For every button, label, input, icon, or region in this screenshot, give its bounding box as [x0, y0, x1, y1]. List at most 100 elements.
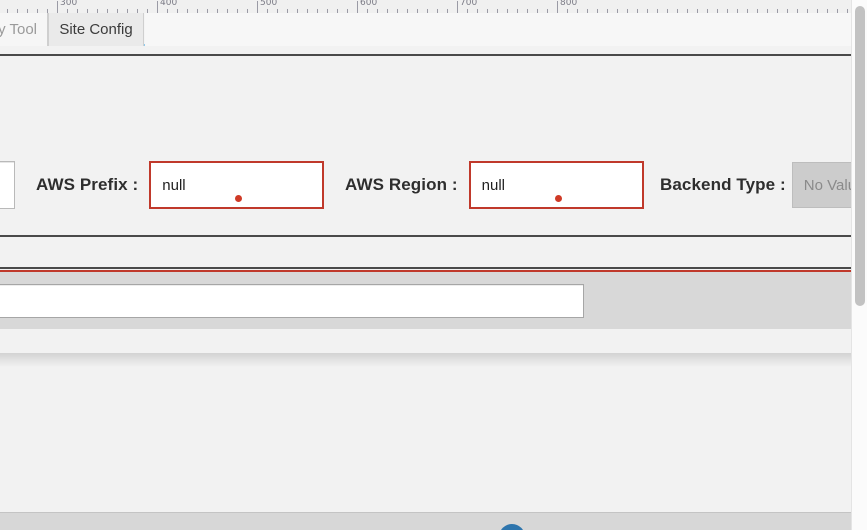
- aws-prefix-error-dot-icon: [235, 195, 243, 202]
- tab-site-config[interactable]: Site Config: [48, 13, 144, 46]
- ruler-minor-tick: [677, 9, 678, 13]
- ruler-minor-tick: [27, 9, 28, 13]
- ruler-minor-tick: [287, 9, 288, 13]
- ruler-major-tick: [57, 1, 58, 13]
- ruler-minor-tick: [317, 9, 318, 13]
- ruler-major-tick: [157, 1, 158, 13]
- divider-section: [0, 267, 867, 269]
- aws-region-error-dot-icon: [554, 195, 562, 202]
- ruler-minor-tick: [397, 9, 398, 13]
- ruler-minor-tick: [837, 9, 838, 13]
- info-up-arrow-icon[interactable]: [499, 524, 525, 530]
- divider-top: [0, 54, 867, 56]
- field-group-aws-prefix: AWS Prefix : null: [36, 156, 325, 214]
- backend-type-label: Backend Type :: [660, 175, 786, 194]
- field-group-clipped-left: [0, 156, 15, 214]
- ruler-minor-tick: [637, 9, 638, 13]
- ruler-minor-tick: [717, 9, 718, 13]
- ruler-minor-tick: [437, 9, 438, 13]
- ruler-minor-tick: [297, 9, 298, 13]
- ruler-minor-tick: [757, 9, 758, 13]
- ruler-minor-tick: [207, 9, 208, 13]
- ruler-minor-tick: [737, 9, 738, 13]
- tab-query-tool-label: y Tool: [0, 21, 37, 38]
- ruler-minor-tick: [497, 9, 498, 13]
- lower-panel-band: [0, 272, 867, 328]
- ruler-minor-tick: [597, 9, 598, 13]
- vertical-scrollbar[interactable]: [851, 0, 867, 530]
- ruler-minor-tick: [227, 9, 228, 13]
- aws-prefix-input[interactable]: null: [149, 161, 325, 209]
- ruler-minor-tick: [567, 9, 568, 13]
- ruler-minor-tick: [467, 9, 468, 13]
- ruler-minor-tick: [577, 9, 578, 13]
- ruler-minor-tick: [277, 9, 278, 13]
- ruler-minor-tick: [667, 9, 668, 13]
- ruler-label: 600: [360, 0, 378, 8]
- ruler-minor-tick: [197, 9, 198, 13]
- ruler-minor-tick: [797, 9, 798, 13]
- ruler-minor-tick: [87, 9, 88, 13]
- ruler-minor-tick: [697, 9, 698, 13]
- ruler-major-tick: [257, 1, 258, 13]
- config-form-row: AWS Prefix : null AWS Region : null Back…: [0, 156, 867, 214]
- vertical-scrollbar-thumb[interactable]: [855, 6, 865, 306]
- aws-prefix-input-value: null: [162, 176, 186, 194]
- ruler-minor-tick: [327, 9, 328, 13]
- ruler-minor-tick: [167, 9, 168, 13]
- status-bar: [0, 512, 867, 530]
- panel-split-shadow: [0, 353, 867, 367]
- field-group-backend-type: Backend Type : No Value: [660, 156, 867, 214]
- ruler-minor-tick: [647, 9, 648, 13]
- ruler-minor-tick: [447, 9, 448, 13]
- ruler-minor-tick: [367, 9, 368, 13]
- ruler-minor-tick: [487, 9, 488, 13]
- ruler-minor-tick: [127, 9, 128, 13]
- ruler-minor-tick: [547, 9, 548, 13]
- ruler-major-tick: [557, 1, 558, 13]
- ruler-minor-tick: [477, 9, 478, 13]
- ruler-minor-tick: [77, 9, 78, 13]
- ruler-minor-tick: [7, 9, 8, 13]
- clipped-left-input[interactable]: [0, 161, 15, 209]
- tab-bar-empty-area: [145, 13, 867, 46]
- ruler-minor-tick: [387, 9, 388, 13]
- ruler-label: 400: [160, 0, 178, 8]
- ruler-minor-tick: [147, 9, 148, 13]
- ruler-label: 800: [560, 0, 578, 8]
- ruler-major-tick: [357, 1, 358, 13]
- divider-soft: [0, 328, 867, 329]
- ruler-minor-tick: [237, 9, 238, 13]
- backend-type-placeholder: No Value: [803, 176, 865, 194]
- tab-query-tool[interactable]: y Tool: [0, 13, 48, 46]
- ruler-minor-tick: [767, 9, 768, 13]
- ruler-minor-tick: [67, 9, 68, 13]
- ruler-minor-tick: [727, 9, 728, 13]
- ruler-minor-tick: [337, 9, 338, 13]
- ruler-minor-tick: [407, 9, 408, 13]
- ruler-minor-tick: [137, 9, 138, 13]
- ruler-minor-tick: [687, 9, 688, 13]
- ruler-minor-tick: [427, 9, 428, 13]
- ruler-minor-tick: [217, 9, 218, 13]
- ruler-minor-tick: [777, 9, 778, 13]
- content-surface: AWS Prefix : null AWS Region : null Back…: [0, 46, 867, 530]
- ruler-minor-tick: [107, 9, 108, 13]
- aws-region-input[interactable]: null: [468, 161, 644, 209]
- aws-region-label: AWS Region :: [345, 175, 458, 194]
- tab-site-config-label: Site Config: [59, 21, 133, 38]
- ruler-minor-tick: [807, 9, 808, 13]
- ruler-minor-tick: [417, 9, 418, 13]
- field-group-aws-region: AWS Region : null: [345, 156, 644, 214]
- ruler-minor-tick: [527, 9, 528, 13]
- ruler-minor-tick: [17, 9, 18, 13]
- lower-text-input[interactable]: [0, 284, 584, 318]
- aws-region-input-value: null: [481, 176, 505, 194]
- tab-bar: y Tool Site Config: [0, 13, 867, 46]
- ruler-minor-tick: [507, 9, 508, 13]
- ruler-minor-tick: [177, 9, 178, 13]
- ruler-minor-tick: [827, 9, 828, 13]
- ruler-minor-tick: [707, 9, 708, 13]
- ruler-minor-tick: [47, 9, 48, 13]
- divider-below-form: [0, 235, 867, 237]
